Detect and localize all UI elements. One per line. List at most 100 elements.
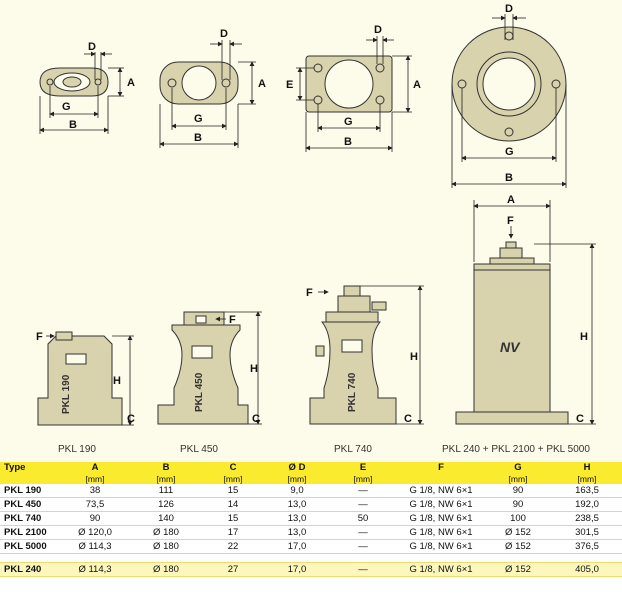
cell-b: 111 bbox=[132, 484, 200, 498]
dim-label-g: G bbox=[505, 146, 514, 158]
dim-label-f: F bbox=[229, 314, 236, 326]
dim-label-d: D bbox=[374, 24, 382, 36]
dim-label-h: H bbox=[113, 375, 121, 387]
unit-cell: [mm] bbox=[58, 474, 132, 484]
dim-label-a: A bbox=[258, 78, 266, 90]
dim-label-g: G bbox=[62, 101, 71, 113]
top-view-round bbox=[451, 26, 567, 142]
cell-a: Ø 114,3 bbox=[58, 562, 132, 577]
cell-e: — bbox=[328, 484, 398, 498]
dim-label-a: A bbox=[413, 79, 421, 91]
header-b: B bbox=[132, 462, 200, 474]
drawing-svg: G B A D G B A D G B A E D G B D A F F F … bbox=[36, 3, 596, 455]
caption-pkl450: PKL 450 bbox=[180, 444, 218, 455]
dim-label-b: B bbox=[505, 172, 513, 184]
dim-label-f: F bbox=[36, 331, 43, 343]
table-units-row: [mm] [mm] [mm] [mm] [mm] [mm] [mm] bbox=[0, 474, 622, 484]
header-c: C bbox=[200, 462, 266, 474]
cell-e: — bbox=[328, 497, 398, 512]
nv-logo: NV bbox=[500, 339, 521, 355]
dim-label-g: G bbox=[194, 113, 203, 125]
cell-d: 13,0 bbox=[266, 525, 328, 540]
cell-h: 376,5 bbox=[552, 539, 622, 554]
cell-type: PKL 190 bbox=[0, 484, 58, 498]
top-view-pkl450 bbox=[159, 61, 239, 105]
table-row-extra: PKL 240 Ø 114,3 Ø 180 27 17,0 — G 1/8, N… bbox=[0, 562, 622, 577]
table-row: PKL 2100 Ø 120,0 Ø 180 17 13,0 — G 1/8, … bbox=[0, 525, 622, 540]
dim-label-b: B bbox=[344, 136, 352, 148]
cell-c: 27 bbox=[200, 562, 266, 577]
dim-label-d: D bbox=[505, 3, 513, 15]
body-label-pkl190: PKL 190 bbox=[61, 374, 72, 414]
cell-b: 140 bbox=[132, 511, 200, 526]
cell-d: 13,0 bbox=[266, 511, 328, 526]
dim-label-c: C bbox=[576, 413, 584, 425]
cell-type: PKL 2100 bbox=[0, 525, 58, 540]
technical-drawing: G B A D G B A D G B A E D G B D A F F F … bbox=[0, 0, 622, 462]
unit-cell: [mm] bbox=[132, 474, 200, 484]
dim-label-c: C bbox=[127, 413, 135, 425]
cell-g: 100 bbox=[484, 511, 552, 526]
dim-label-b: B bbox=[69, 119, 77, 131]
cell-c: 15 bbox=[200, 511, 266, 526]
dim-label-e: E bbox=[286, 79, 293, 91]
cell-type: PKL 450 bbox=[0, 497, 58, 512]
cell-b: Ø 180 bbox=[132, 562, 200, 577]
unit-cell: [mm] bbox=[266, 474, 328, 484]
dim-label-h: H bbox=[580, 331, 588, 343]
header-g: G bbox=[484, 462, 552, 474]
unit-cell bbox=[0, 474, 58, 484]
dimension-lines bbox=[39, 14, 596, 426]
cell-a: 38 bbox=[58, 484, 132, 498]
specification-table: Type A B C Ø D E F G H [mm] [mm] [mm] [m… bbox=[0, 462, 622, 577]
cell-a: Ø 114,3 bbox=[58, 539, 132, 554]
dim-label-g: G bbox=[344, 116, 353, 128]
cell-b: Ø 180 bbox=[132, 539, 200, 554]
caption-pkl190: PKL 190 bbox=[58, 444, 96, 455]
table-row: PKL 450 73,5 126 14 13,0 — G 1/8, NW 6×1… bbox=[0, 497, 622, 512]
dim-label-b: B bbox=[194, 132, 202, 144]
cell-c: 15 bbox=[200, 484, 266, 498]
table-row: PKL 5000 Ø 114,3 Ø 180 22 17,0 — G 1/8, … bbox=[0, 539, 622, 554]
unit-cell: [mm] bbox=[552, 474, 622, 484]
cell-d: 17,0 bbox=[266, 539, 328, 554]
dim-label-f: F bbox=[306, 287, 313, 299]
dim-label-d: D bbox=[220, 28, 228, 40]
dim-label-h: H bbox=[410, 351, 418, 363]
cell-f: G 1/8, NW 6×1 bbox=[398, 497, 484, 512]
cell-type: PKL 240 bbox=[0, 562, 58, 577]
cell-c: 17 bbox=[200, 525, 266, 540]
dim-label-a: A bbox=[507, 194, 515, 206]
header-d: Ø D bbox=[266, 462, 328, 474]
cell-b: Ø 180 bbox=[132, 525, 200, 540]
unit-cell bbox=[398, 474, 484, 484]
cell-b: 126 bbox=[132, 497, 200, 512]
unit-cell: [mm] bbox=[328, 474, 398, 484]
dim-label-c: C bbox=[252, 413, 260, 425]
cell-d: 9,0 bbox=[266, 484, 328, 498]
cell-type: PKL 740 bbox=[0, 511, 58, 526]
body-label-pkl450: PKL 450 bbox=[194, 372, 205, 412]
header-f: F bbox=[398, 462, 484, 474]
cell-g: 90 bbox=[484, 497, 552, 512]
table-row: PKL 740 90 140 15 13,0 50 G 1/8, NW 6×1 … bbox=[0, 511, 622, 526]
cell-a: 90 bbox=[58, 511, 132, 526]
cell-f: G 1/8, NW 6×1 bbox=[398, 484, 484, 498]
table-header-row: Type A B C Ø D E F G H bbox=[0, 462, 622, 474]
side-view-round bbox=[455, 241, 569, 425]
cell-c: 22 bbox=[200, 539, 266, 554]
cell-h: 301,5 bbox=[552, 525, 622, 540]
cell-a: 73,5 bbox=[58, 497, 132, 512]
cell-e: 50 bbox=[328, 511, 398, 526]
cell-f: G 1/8, NW 6×1 bbox=[398, 539, 484, 554]
cell-a: Ø 120,0 bbox=[58, 525, 132, 540]
cell-d: 17,0 bbox=[266, 562, 328, 577]
caption-pkl740: PKL 740 bbox=[334, 444, 372, 455]
top-view-pkl740 bbox=[305, 55, 393, 113]
table-spacer bbox=[0, 553, 622, 563]
header-a: A bbox=[58, 462, 132, 474]
header-h: H bbox=[552, 462, 622, 474]
cell-e: — bbox=[328, 562, 398, 577]
dim-label-h: H bbox=[250, 363, 258, 375]
cell-c: 14 bbox=[200, 497, 266, 512]
